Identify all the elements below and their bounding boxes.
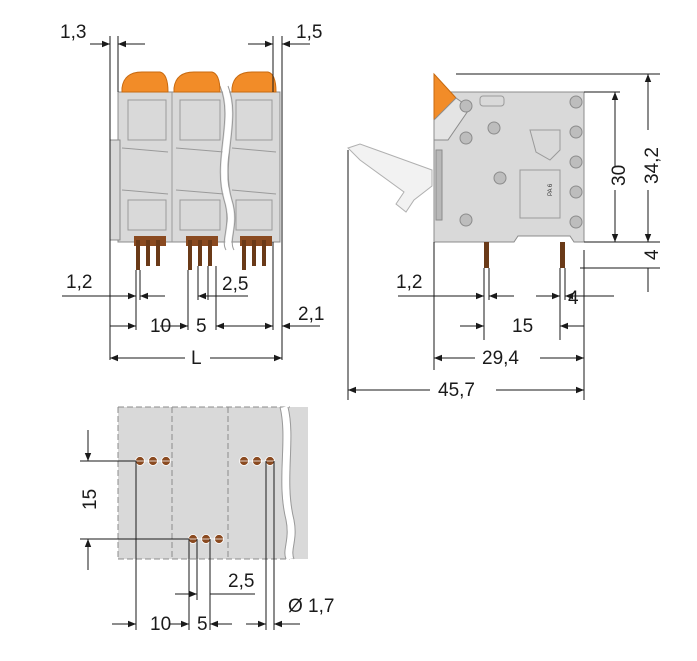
dim-pcb-pitch: 10 bbox=[150, 614, 171, 635]
side-pin-2 bbox=[560, 242, 565, 268]
dim-front-pin-spacing: 2,5 bbox=[222, 274, 248, 295]
dim-front-row-offset: 5 bbox=[196, 316, 207, 337]
dim-side-total-height: 34,2 bbox=[642, 147, 663, 184]
dim-front-pitch: 10 bbox=[150, 316, 171, 337]
dim-pcb-row-spacing: 15 bbox=[80, 489, 101, 510]
pcb-holes bbox=[135, 456, 275, 544]
dim-front-right-edge: 2,1 bbox=[298, 304, 324, 325]
side-marking: PA 6 bbox=[548, 183, 554, 196]
lever-pole-1 bbox=[121, 71, 169, 93]
pcb-layout: 15 2,5 10 5 Ø 1,7 bbox=[80, 406, 334, 635]
front-pole-details bbox=[121, 99, 277, 231]
dim-side-total-depth: 45,7 bbox=[438, 380, 475, 401]
dim-pcb-row-offset: 5 bbox=[197, 614, 208, 635]
dim-side-body-height: 30 bbox=[609, 165, 630, 186]
lever-open-ghost bbox=[347, 143, 433, 213]
dim-side-pin-offset: 15 bbox=[512, 316, 533, 337]
side-pin-1 bbox=[484, 242, 489, 268]
dim-pcb-pin-spacing: 2,5 bbox=[228, 571, 254, 592]
lever-pole-3 bbox=[231, 71, 277, 93]
dim-front-length: L bbox=[191, 348, 202, 369]
dim-side-pin-gap: 4 bbox=[568, 288, 579, 309]
dim-pcb-hole-diameter: Ø 1,7 bbox=[288, 596, 334, 617]
dim-front-top-right: 1,5 bbox=[296, 22, 322, 43]
side-view: PA 6 30 34,2 4 1,2 4 bbox=[347, 72, 663, 401]
pcb-footprint bbox=[118, 407, 308, 559]
dim-front-pin-width: 1,2 bbox=[66, 272, 92, 293]
front-pins bbox=[136, 240, 266, 270]
front-left-flange bbox=[109, 139, 121, 241]
lever-pole-2 bbox=[173, 71, 221, 93]
front-housing bbox=[117, 91, 281, 243]
dim-side-depth: 29,4 bbox=[482, 348, 519, 369]
front-view: 1,3 1,5 1,2 2,5 10 5 2,1 L bbox=[60, 22, 324, 369]
dim-side-pin-width: 1,2 bbox=[396, 272, 422, 293]
dim-side-pin-length: 4 bbox=[642, 249, 663, 260]
dim-front-top-left: 1,3 bbox=[60, 22, 86, 43]
